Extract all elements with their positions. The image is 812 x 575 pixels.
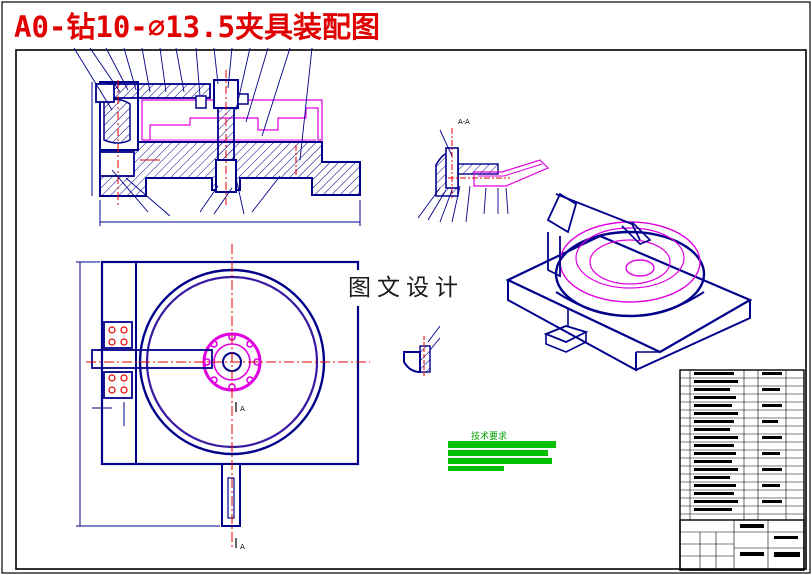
title-block [679,369,805,571]
isometric-view [505,192,753,372]
top-view [76,244,370,548]
page-title: A0-钻10-⌀13.5夹具装配图 [14,10,381,44]
tech-requirements-notes [448,441,556,471]
detail-view [403,325,441,376]
section-a-a-view [417,128,550,223]
section-cut-mark-top: A [240,405,245,413]
tech-requirements-title: 技术要求 [471,432,508,442]
inner-frame [15,49,807,570]
front-section-view [73,47,361,226]
section-cut-mark-bottom: A [240,543,245,551]
section-label: A-A [458,118,470,126]
watermark-box: 图文设计 [333,270,479,306]
watermark-text: 图文设计 [348,275,464,301]
